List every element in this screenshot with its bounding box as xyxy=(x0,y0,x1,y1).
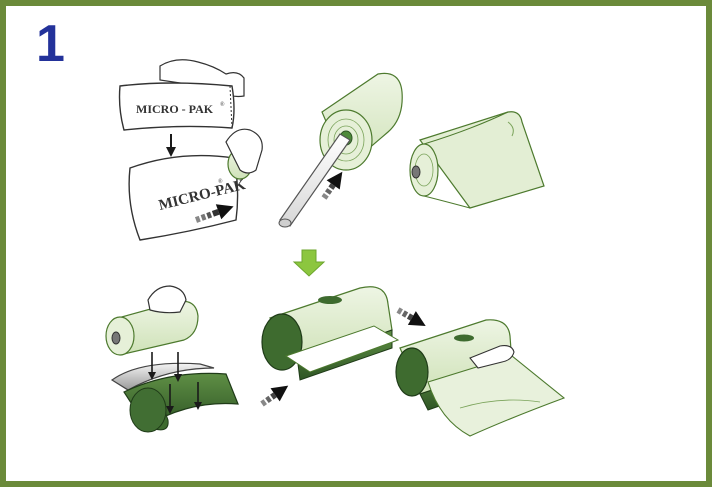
roll-insertion-scene xyxy=(279,73,402,227)
package-brand-large-mark: ® xyxy=(218,178,223,185)
next-step-arrow-icon xyxy=(294,250,324,276)
package-brand-mark: ® xyxy=(220,101,225,108)
hand-grip-icon xyxy=(148,286,186,313)
package-opening-scene: MICRO - PAK ® MICRO-PAK ® xyxy=(120,60,263,240)
pull-arrow-icon xyxy=(394,303,430,333)
unrolled-film-scene xyxy=(410,112,544,208)
dispenser-loading-scene xyxy=(106,286,238,432)
pull-film-scene xyxy=(394,303,564,436)
film-sheet xyxy=(420,112,544,208)
feed-arrow-icon xyxy=(257,379,292,410)
dispenser-loaded-scene xyxy=(257,287,398,411)
package-brand-label: MICRO - PAK xyxy=(136,102,214,116)
